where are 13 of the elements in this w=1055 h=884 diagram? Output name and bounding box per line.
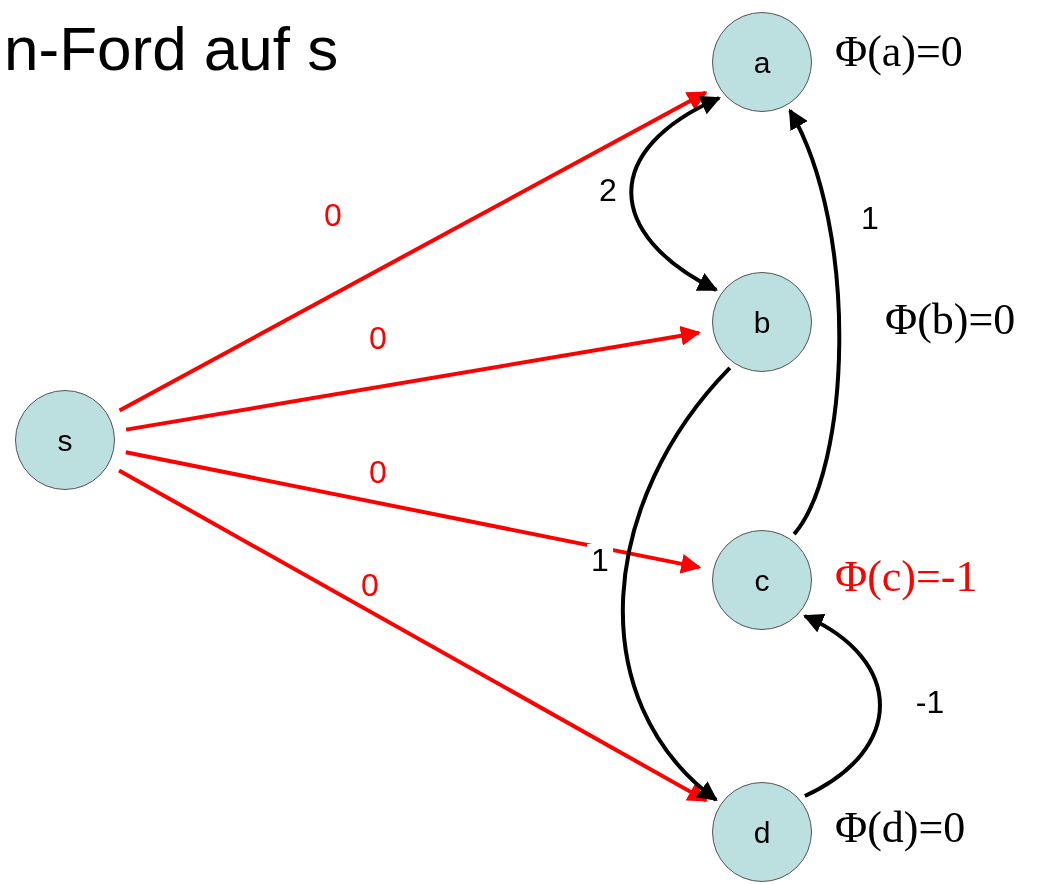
arrow — [788, 108, 842, 536]
arrow — [803, 614, 882, 798]
arrow — [125, 325, 701, 432]
arrow — [125, 450, 702, 574]
potential-label: Φ(d)=0 — [835, 806, 966, 850]
potential-label: Φ(c)=-1 — [835, 555, 978, 599]
arrow — [621, 366, 732, 802]
arrow — [118, 90, 708, 413]
potential-label: Φ(b)=0 — [885, 298, 1016, 342]
title: n-Ford auf s — [4, 18, 339, 80]
arrow — [629, 96, 721, 292]
potential-label: Φ(a)=0 — [835, 30, 963, 74]
arrow — [118, 468, 708, 803]
